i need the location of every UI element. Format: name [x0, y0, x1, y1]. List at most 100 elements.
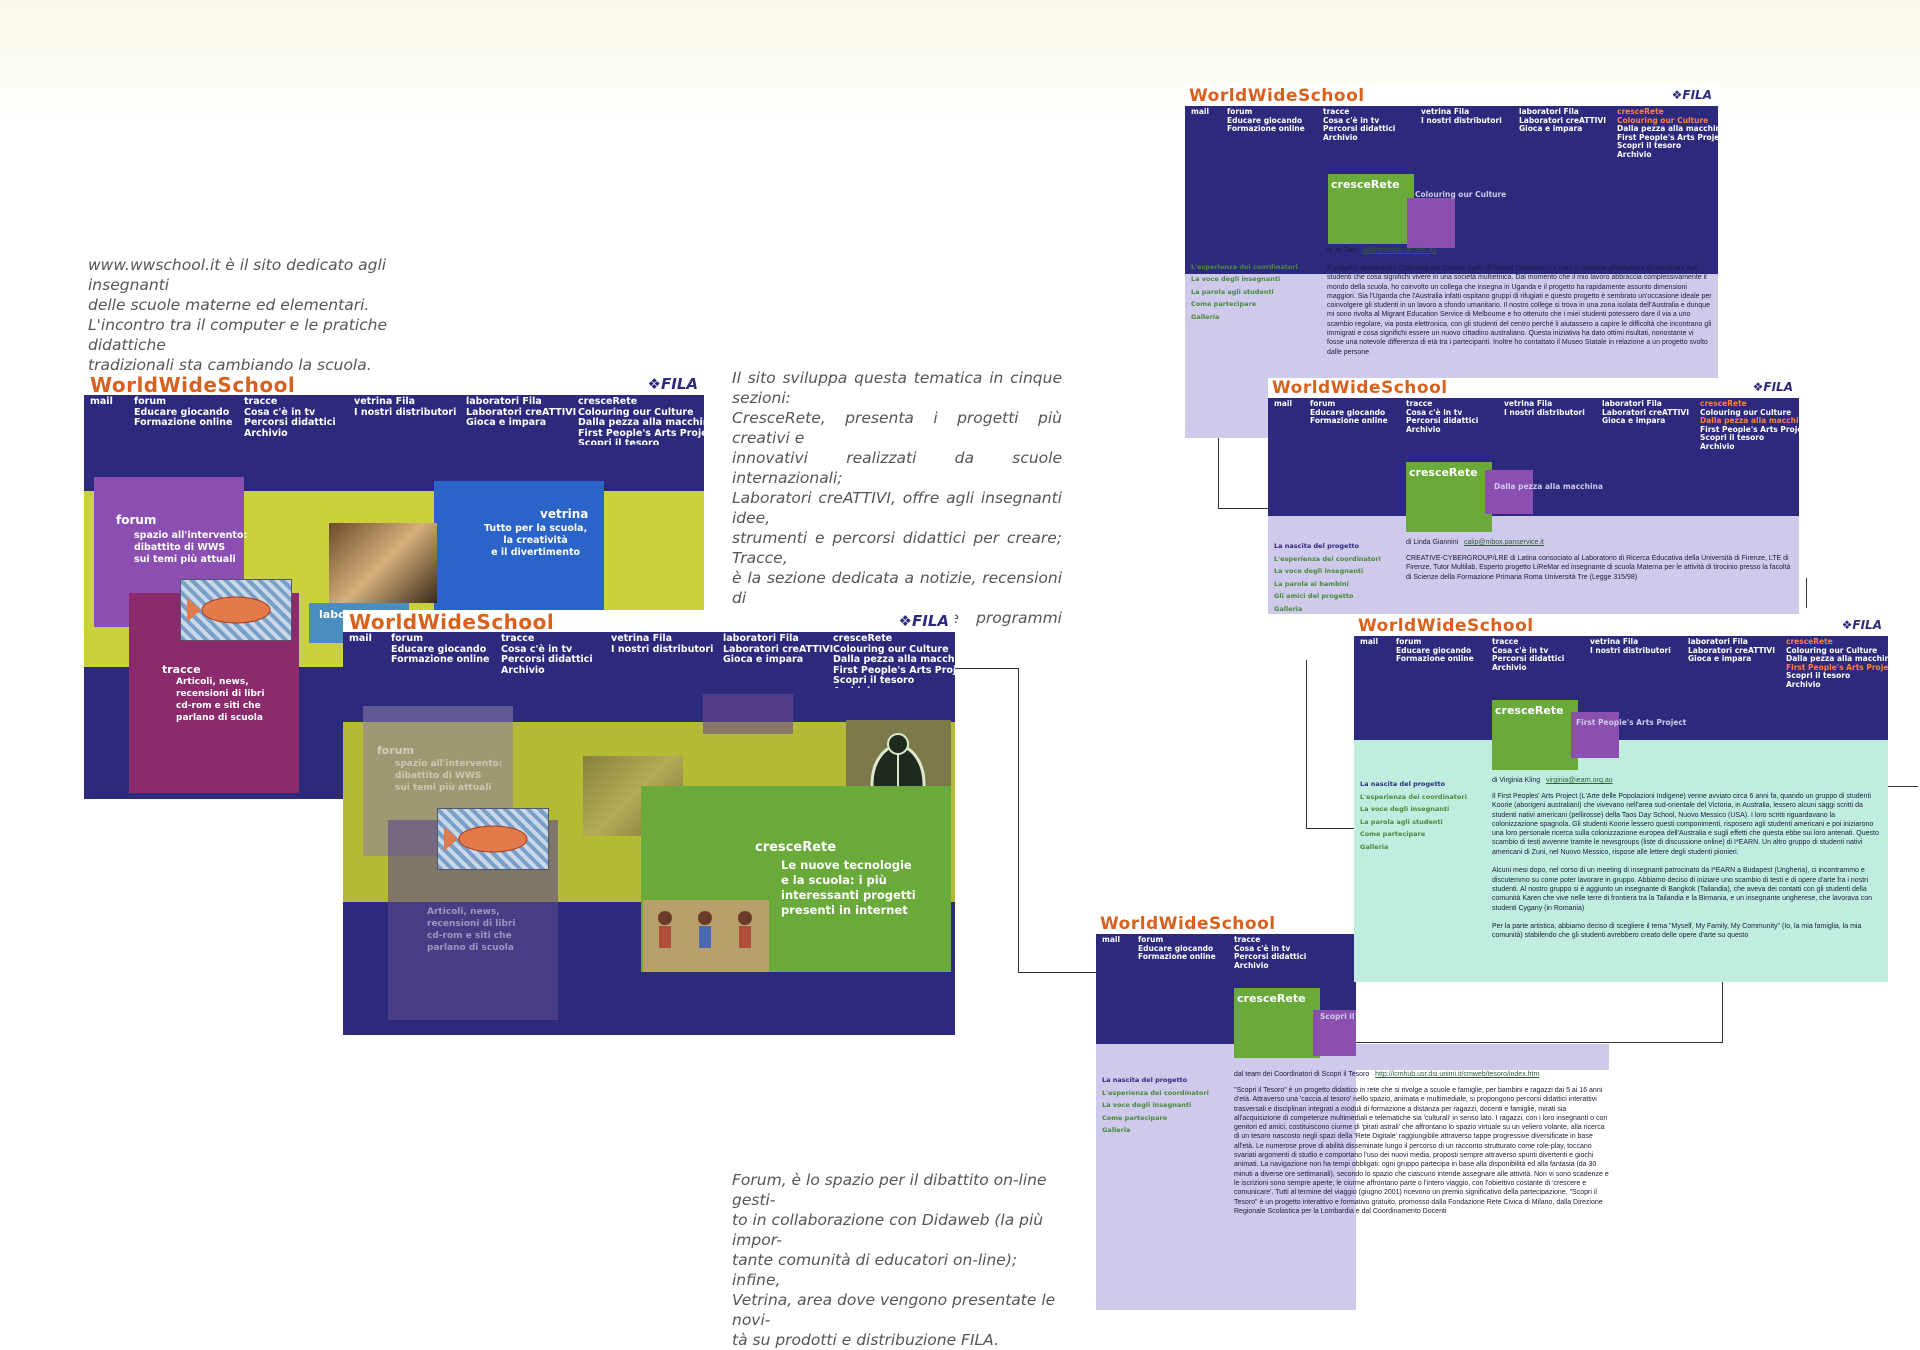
nav-item[interactable]: Percorsi didattici: [1492, 654, 1565, 663]
vetrina-block[interactable]: [434, 481, 604, 613]
side-menu-item[interactable]: La voce degli insegnanti: [1191, 275, 1281, 283]
side-menu-item[interactable]: Gli amici del progetto: [1274, 592, 1354, 600]
nav-forum[interactable]: forum Educare giocando Formazione online: [1310, 399, 1388, 426]
author-email-link[interactable]: http://icmhub.usr.dsi.unimi.it/cmweb/tes…: [1375, 1071, 1540, 1078]
nav-vetrina[interactable]: vetrina Fila I nostri distributori: [611, 633, 714, 655]
nav-item[interactable]: Educare giocando: [1396, 645, 1472, 655]
nav-item[interactable]: Cosa c'è in tv: [244, 406, 316, 418]
nav-item[interactable]: Laboratori creATTIVI: [1602, 407, 1689, 417]
nav-item[interactable]: Gioca e impara: [1519, 124, 1583, 133]
nav-crescerete[interactable]: cresceRete Colouring our Culture Dalla p…: [1700, 399, 1799, 451]
nav-tracce[interactable]: tracce Cosa c'è in tv Percorsi didattici…: [1234, 935, 1306, 970]
nav-mail[interactable]: mail: [1102, 935, 1120, 945]
nav-item[interactable]: Archivio: [1786, 679, 1821, 689]
side-menu-item[interactable]: Come partecipare: [1191, 300, 1257, 308]
nav-item-active[interactable]: Dalla pezza alla macchina: [1700, 416, 1799, 425]
nav-crescerete[interactable]: cresceRete Colouring our Culture Dalla p…: [1617, 107, 1718, 159]
nav-item[interactable]: Gioca e impara: [723, 654, 804, 665]
nav-mail[interactable]: mail: [1191, 107, 1209, 117]
nav-item[interactable]: Archivio: [244, 427, 288, 439]
nav-item[interactable]: Archivio: [1700, 441, 1735, 451]
nav-forum[interactable]: forum Educare giocando Formazione online: [1227, 107, 1305, 134]
side-menu-item[interactable]: La voce degli insegnanti: [1360, 805, 1450, 813]
nav-item[interactable]: Educare giocando: [1310, 407, 1386, 417]
side-menu-head[interactable]: La nascita del progetto: [1102, 1076, 1188, 1084]
nav-tracce[interactable]: tracce Cosa c'è in tv Percorsi didattici…: [244, 396, 336, 439]
nav-forum[interactable]: forum Educare giocando Formazione online: [134, 396, 233, 429]
side-menu-head[interactable]: La nascita del progetto: [1274, 542, 1360, 550]
nav-item[interactable]: Laboratori creATTIVI: [723, 643, 834, 655]
nav-item[interactable]: Gioca e impara: [1602, 416, 1666, 425]
nav-item[interactable]: Percorsi didattici: [1323, 124, 1396, 133]
author-email-link[interactable]: jot@araratcc.vic.edu.au: [1362, 247, 1437, 254]
side-menu-item[interactable]: L'esperienza dei coordinatori: [1191, 262, 1298, 271]
nav-item[interactable]: Colouring our Culture: [1786, 645, 1878, 655]
nav-item[interactable]: Laboratori creATTIVI: [1688, 645, 1775, 655]
author-email-link[interactable]: calip@mbox.panservice.it: [1464, 539, 1544, 546]
nav-item[interactable]: First People's Arts Project: [833, 664, 955, 676]
nav-item[interactable]: First People's Arts Project: [578, 427, 704, 439]
nav-item[interactable]: Formazione online: [1310, 416, 1388, 425]
nav-item-active[interactable]: Colouring our Culture: [1617, 115, 1709, 125]
side-menu-item[interactable]: La parola agli studenti: [1360, 817, 1443, 826]
nav-laboratori[interactable]: laboratori Fila Laboratori creATTIVI Gio…: [1688, 637, 1775, 664]
side-menu-head[interactable]: La nascita del progetto: [1191, 250, 1277, 258]
nav-item[interactable]: Dalla pezza alla macchina: [1786, 654, 1888, 663]
nav-item[interactable]: Gioca e impara: [1688, 654, 1752, 663]
nav-vetrina[interactable]: vetrina Fila I nostri distributori: [1590, 637, 1671, 655]
nav-item[interactable]: First People's Arts Project: [1617, 132, 1718, 142]
nav-item[interactable]: Archivio: [1234, 960, 1269, 970]
nav-item[interactable]: Percorsi didattici: [244, 417, 336, 428]
nav-item[interactable]: Archivio: [501, 664, 545, 676]
nav-mail[interactable]: mail: [349, 633, 372, 645]
nav-item[interactable]: First People's Arts Project: [1700, 424, 1799, 434]
nav-item[interactable]: I nostri distributori: [1504, 407, 1585, 417]
side-menu-item[interactable]: Galleria: [1360, 842, 1389, 851]
nav-item[interactable]: Scopri il tesoro: [1617, 141, 1682, 150]
side-menu-item[interactable]: Galleria: [1191, 312, 1220, 321]
side-menu-item[interactable]: La parola agli studenti: [1191, 287, 1274, 296]
nav-item[interactable]: Formazione online: [1138, 952, 1216, 961]
nav-laboratori[interactable]: laboratori Fila Laboratori creATTIVI Gio…: [1602, 399, 1689, 426]
side-menu-item[interactable]: Come partecipare: [1360, 830, 1426, 838]
nav-item[interactable]: I nostri distributori: [611, 643, 714, 655]
nav-item[interactable]: Scopri il tesoro: [578, 438, 660, 449]
nav-item[interactable]: Cosa c'è in tv: [1492, 645, 1549, 655]
nav-item[interactable]: Percorsi didattici: [501, 654, 593, 665]
nav-mail[interactable]: mail: [1360, 637, 1378, 647]
nav-item[interactable]: Colouring our Culture: [1700, 407, 1792, 417]
side-menu-item[interactable]: La parola ai bambini: [1274, 579, 1349, 588]
nav-vetrina[interactable]: vetrina Fila I nostri distributori: [1421, 107, 1502, 125]
nav-item[interactable]: Educare giocando: [1227, 115, 1303, 125]
nav-laboratori[interactable]: laboratori Fila Laboratori creATTIVI Gio…: [466, 396, 576, 429]
side-menu-item[interactable]: La voce degli insegnanti: [1102, 1101, 1192, 1109]
nav-item[interactable]: Dalla pezza alla macchina: [578, 417, 704, 428]
side-menu-item[interactable]: Galleria: [1102, 1126, 1131, 1134]
side-menu-item[interactable]: Come partecipare: [1102, 1113, 1168, 1122]
nav-forum[interactable]: forum Educare giocando Formazione online: [1138, 935, 1216, 962]
nav-item[interactable]: Formazione online: [134, 417, 233, 428]
nav-item[interactable]: Colouring our Culture: [578, 406, 694, 418]
nav-forum[interactable]: forum Educare giocando Formazione online: [391, 633, 489, 666]
nav-item[interactable]: Laboratori creATTIVI: [1519, 115, 1606, 125]
nav-item[interactable]: Cosa c'è in tv: [1406, 407, 1463, 417]
nav-item[interactable]: Archivio: [1617, 149, 1652, 159]
nav-item[interactable]: Cosa c'è in tv: [501, 643, 573, 655]
nav-item[interactable]: Scopri il tesoro: [833, 675, 915, 686]
author-email-link[interactable]: virginia@iearn.org.au: [1545, 777, 1613, 784]
nav-item[interactable]: Cosa c'è in tv: [1234, 943, 1291, 953]
nav-item[interactable]: Educare giocando: [134, 406, 230, 418]
nav-item[interactable]: I nostri distributori: [354, 406, 457, 418]
nav-item[interactable]: Educare giocando: [391, 643, 487, 655]
nav-mail[interactable]: mail: [1274, 399, 1292, 409]
side-menu-item[interactable]: Galleria: [1274, 604, 1303, 613]
nav-item[interactable]: Scopri il tesoro: [1786, 671, 1851, 680]
nav-forum[interactable]: forum Educare giocando Formazione online: [1396, 637, 1474, 664]
nav-laboratori[interactable]: laboratori Fila Laboratori creATTIVI Gio…: [1519, 107, 1606, 134]
side-menu-item[interactable]: L'esperienza dei coordinatori: [1102, 1088, 1209, 1097]
nav-item[interactable]: Formazione online: [1396, 654, 1474, 663]
side-menu-item[interactable]: L'esperienza dei coordinatori: [1274, 554, 1381, 563]
nav-item-active[interactable]: First People's Arts Project: [1786, 662, 1888, 672]
nav-item[interactable]: Cosa c'è in tv: [1323, 115, 1380, 125]
nav-item[interactable]: Archivio: [1492, 662, 1527, 672]
